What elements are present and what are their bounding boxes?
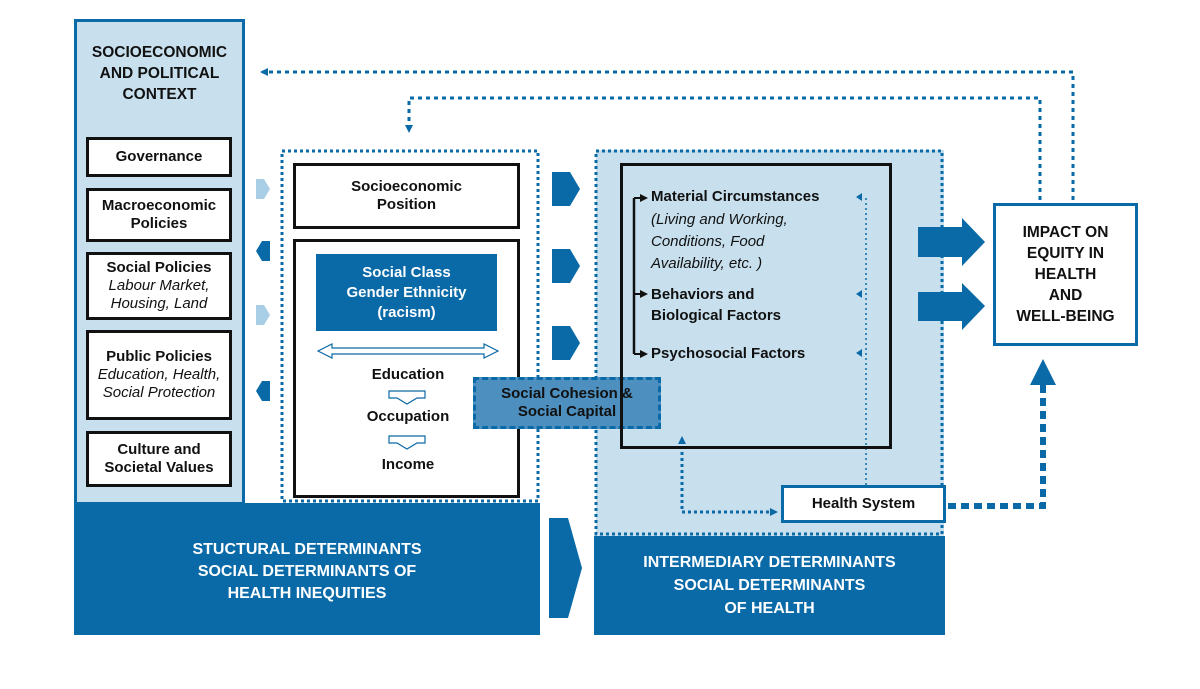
feedback-tick-2 xyxy=(856,290,862,298)
intermediary-footer-line-2: SOCIAL DETERMINANTS xyxy=(673,577,866,594)
feedback-tick-1 xyxy=(856,193,862,201)
social-cohesion-line-1: Social Cohesion & xyxy=(501,385,633,402)
context-title-text: SOCIOECONOMIC AND POLITICAL CONTEXT xyxy=(91,44,228,103)
material-sub-line-3: Availability, etc. ) xyxy=(651,255,763,272)
structural-footer-line-1: STUCTURAL DETERMINANTS xyxy=(192,541,422,558)
intermediary-footer-line-1: INTERMEDIARY DETERMINANTS xyxy=(643,554,896,571)
health-system-to-impact-arrow xyxy=(948,382,1046,509)
context-item-social-policies: Social Policies Labour Market, Housing, … xyxy=(86,252,232,320)
psychosocial-text: Psychosocial Factors xyxy=(651,345,806,362)
intermediary-dotted-frame xyxy=(594,149,944,536)
structural-dotted-frame xyxy=(280,149,540,503)
context-item-culture-title: Culture and Societal Values xyxy=(104,441,214,476)
chevron-struct-footer xyxy=(549,518,582,618)
occupation-label: Occupation xyxy=(346,408,470,426)
impact-line-3: HEALTH xyxy=(1034,266,1097,283)
structural-footer-line-3: HEALTH INEQUITIES xyxy=(227,585,387,602)
double-arrow-icon xyxy=(316,343,500,359)
chevron-left-2 xyxy=(256,381,270,401)
context-title: SOCIOECONOMIC AND POLITICAL CONTEXT xyxy=(78,42,241,105)
income-text: Income xyxy=(381,456,435,473)
intermediary-footer-line-3: OF HEALTH xyxy=(724,600,815,617)
behaviors-line-2: Biological Factors xyxy=(651,307,782,324)
impact-arrow-head xyxy=(1030,359,1056,385)
impact-line-1: IMPACT ON xyxy=(1022,224,1109,241)
context-item-public-policies-title: Public Policies xyxy=(106,348,212,365)
chevron-right-2 xyxy=(256,305,270,325)
social-class-box: Social Class Gender Ethnicity (racism) xyxy=(316,254,497,331)
chevron-left-1 xyxy=(256,241,270,261)
context-item-public-policies: Public Policies Education, Health, Socia… xyxy=(86,330,232,420)
behaviors-line-1: Behaviors and xyxy=(651,286,755,303)
socioeconomic-position-box: Socioeconomic Position xyxy=(293,163,520,229)
feedback-tick-3 xyxy=(856,349,862,357)
behaviors-label: Behaviors and Biological Factors xyxy=(651,284,781,326)
down-arrow-icon-2 xyxy=(388,435,426,450)
social-class-label: Social Class Gender Ethnicity (racism) xyxy=(346,263,467,321)
down-arrow-icon-1 xyxy=(388,390,426,405)
structural-footer: STUCTURAL DETERMINANTS SOCIAL DETERMINAN… xyxy=(74,503,540,635)
social-cohesion-box: Social Cohesion & Social Capital xyxy=(473,377,661,429)
impact-arrow-1 xyxy=(918,218,985,266)
social-cohesion-line-2: Social Capital xyxy=(517,403,617,420)
context-item-governance-title: Governance xyxy=(115,148,203,165)
education-text: Education xyxy=(371,366,445,383)
chevron-struct-1 xyxy=(552,172,580,206)
structural-footer-line-2: SOCIAL DETERMINANTS OF xyxy=(197,563,417,580)
intermediary-factors-box xyxy=(620,163,892,449)
context-item-social-policies-sub: Labour Market, Housing, Land xyxy=(108,277,210,312)
material-sub-line-2: Conditions, Food xyxy=(651,233,765,250)
material-circumstances-title: Material Circumstances xyxy=(651,188,819,206)
health-system-label: Health System xyxy=(811,495,916,512)
psychosocial-label: Psychosocial Factors xyxy=(651,345,805,363)
impact-line-2: EQUITY IN xyxy=(1026,245,1105,262)
impact-arrow-2 xyxy=(918,283,985,330)
context-item-macroeconomic-title: Macroeconomic Policies xyxy=(101,197,217,232)
chevron-right-1 xyxy=(256,179,270,199)
material-circumstances-text: Material Circumstances xyxy=(651,188,820,205)
context-item-culture: Culture and Societal Values xyxy=(86,431,232,487)
feedback-arrow-to-context xyxy=(260,68,1075,200)
intermediary-footer: INTERMEDIARY DETERMINANTS SOCIAL DETERMI… xyxy=(594,536,945,635)
material-sub-line-1: (Living and Working, xyxy=(651,211,788,228)
context-item-public-policies-sub: Education, Health, Social Protection xyxy=(97,366,221,401)
context-item-social-policies-title: Social Policies xyxy=(106,259,212,276)
material-circumstances-sub: (Living and Working, Conditions, Food Av… xyxy=(651,209,788,275)
education-label: Education xyxy=(346,366,470,384)
health-system-box: Health System xyxy=(781,485,946,523)
income-label: Income xyxy=(346,456,470,474)
impact-line-5: WELL-BEING xyxy=(1016,308,1115,325)
impact-line-4: AND xyxy=(1048,287,1083,304)
context-item-governance: Governance xyxy=(86,137,232,177)
chevron-struct-3 xyxy=(552,326,580,360)
occupation-text: Occupation xyxy=(366,408,450,425)
feedback-arrow-to-structural xyxy=(405,96,1042,200)
health-system-loop-arrow xyxy=(678,436,778,516)
context-item-macroeconomic: Macroeconomic Policies xyxy=(86,188,232,242)
chevron-struct-2 xyxy=(552,249,580,283)
socioeconomic-position-label: Socioeconomic Position xyxy=(351,178,462,213)
impact-box: IMPACT ON EQUITY IN HEALTH AND WELL-BEIN… xyxy=(993,203,1138,346)
